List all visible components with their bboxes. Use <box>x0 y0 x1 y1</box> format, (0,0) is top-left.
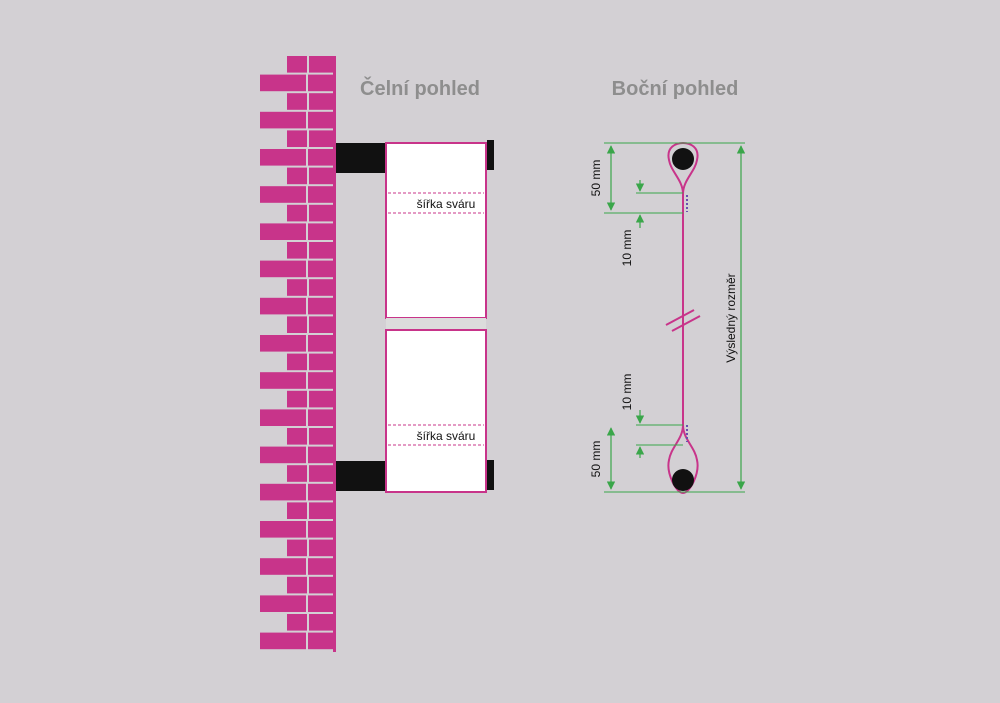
brick <box>287 167 307 185</box>
brick <box>308 409 333 426</box>
front-view-title: Čelní pohled <box>360 76 480 100</box>
brick <box>308 335 333 352</box>
brick <box>308 632 333 650</box>
brick <box>287 279 307 296</box>
brick <box>260 521 306 538</box>
banner-upper-panel <box>385 142 487 319</box>
brick <box>309 93 333 110</box>
brick <box>260 558 306 575</box>
brick <box>287 204 307 222</box>
bottom-pipe <box>672 469 694 491</box>
top-pipe <box>672 148 694 170</box>
dim-bottom-seam-label: 10 mm <box>620 374 634 411</box>
brick <box>287 56 307 73</box>
brick <box>309 242 333 259</box>
bottom-end-cap <box>487 460 494 490</box>
brick <box>287 502 307 519</box>
brick <box>308 483 333 501</box>
brick <box>309 576 333 594</box>
brick <box>260 483 306 501</box>
banner-lower-panel <box>385 329 487 493</box>
brick <box>309 56 333 73</box>
brick <box>260 186 306 203</box>
brick <box>309 316 333 333</box>
brick <box>260 223 306 240</box>
brick <box>287 614 307 631</box>
brick <box>309 167 333 185</box>
brick <box>287 576 307 594</box>
brick <box>308 186 333 203</box>
seam-label-bottom: šířka sváru <box>417 429 476 443</box>
brick <box>287 93 307 110</box>
dim-top-seam-label: 10 mm <box>620 230 634 267</box>
brick <box>260 632 306 650</box>
dimension-extension-lines <box>604 142 745 493</box>
brick <box>308 111 333 129</box>
brick <box>287 390 307 408</box>
brick <box>260 74 306 92</box>
dim-bottom-hem-label: 50 mm <box>589 441 603 478</box>
brick <box>309 428 333 445</box>
brick <box>309 390 333 408</box>
brick <box>260 372 306 389</box>
brick <box>309 465 333 482</box>
brick <box>308 260 333 278</box>
banner-side-profile <box>667 141 699 495</box>
brick <box>308 521 333 538</box>
brick <box>309 204 333 222</box>
brick <box>287 428 307 445</box>
top-end-cap <box>487 140 494 170</box>
break-mark-1 <box>665 309 695 326</box>
brick <box>260 595 306 612</box>
brick <box>260 297 306 315</box>
brick-wall <box>260 56 336 652</box>
brick <box>308 446 333 464</box>
wall-face <box>333 56 336 652</box>
brick <box>260 111 306 129</box>
seam-label-top: šířka sváru <box>417 197 476 211</box>
brick <box>309 279 333 296</box>
brick <box>308 372 333 389</box>
brick <box>308 558 333 575</box>
brick <box>308 149 333 166</box>
banner-break-gap <box>386 318 486 330</box>
dim-top-hem-label: 50 mm <box>589 160 603 197</box>
brick <box>308 74 333 92</box>
brick <box>260 335 306 352</box>
brick <box>260 149 306 166</box>
brick <box>308 297 333 315</box>
brick <box>309 614 333 631</box>
brick <box>287 539 307 557</box>
brick <box>287 130 307 147</box>
bottom-bracket <box>336 461 386 491</box>
side-view-title: Boční pohled <box>612 78 739 100</box>
brick <box>309 130 333 147</box>
brick <box>308 595 333 612</box>
brick <box>287 316 307 333</box>
brick <box>260 409 306 426</box>
brick <box>308 223 333 240</box>
brick <box>309 539 333 557</box>
brick <box>260 260 306 278</box>
brick <box>260 446 306 464</box>
brick <box>309 502 333 519</box>
brick <box>287 242 307 259</box>
brick <box>287 353 307 371</box>
brick <box>287 465 307 482</box>
dim-total-label: Výsledný rozměr <box>724 273 738 362</box>
top-bracket <box>336 143 386 173</box>
break-mark-2 <box>671 315 701 332</box>
brick <box>309 353 333 371</box>
